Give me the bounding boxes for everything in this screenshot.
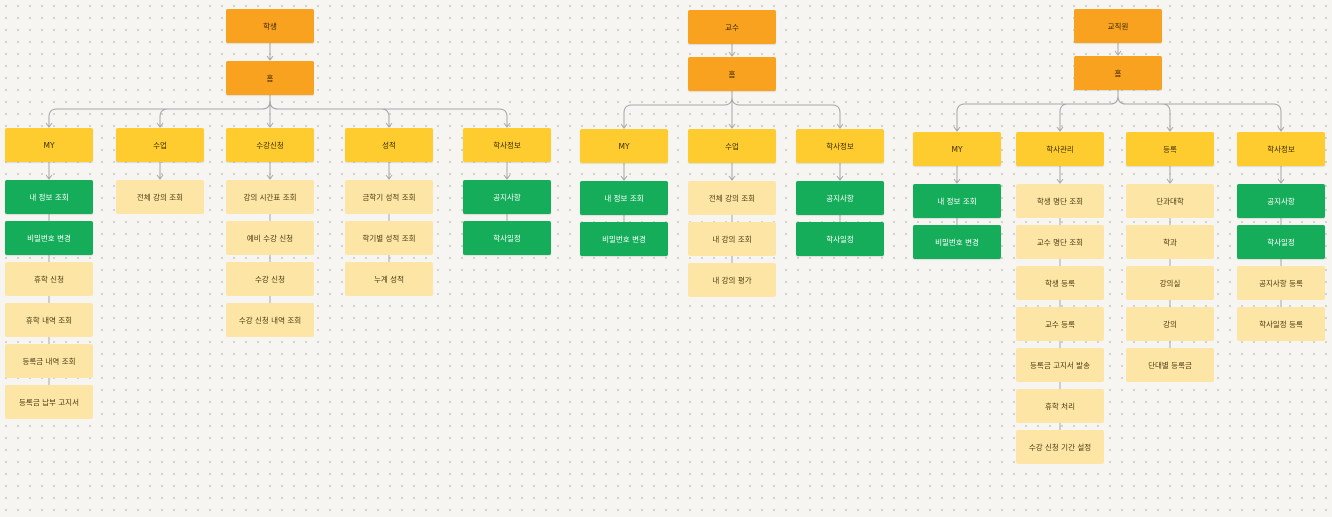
menu-item-node: 비밀번호 변경 xyxy=(580,222,668,256)
category-node: 수업 xyxy=(116,128,204,162)
menu-item-node: 학사일정 xyxy=(463,221,551,255)
menu-item-node: 전체 강의 조회 xyxy=(116,180,204,214)
root-node: 교직원 xyxy=(1074,9,1162,43)
menu-item-node: 휴학 내역 조회 xyxy=(5,303,93,337)
home-category-connector xyxy=(269,95,508,127)
arrow-head xyxy=(45,122,53,128)
menu-item-node: 학사일정 xyxy=(1237,225,1325,259)
home-category-connector xyxy=(623,91,733,128)
arrow-head xyxy=(266,174,274,180)
arrow-head xyxy=(1277,178,1285,184)
menu-item-node: 전체 강의 조회 xyxy=(688,181,776,215)
category-node: 성적 xyxy=(345,128,433,162)
home-category-connector xyxy=(731,91,841,128)
root-node: 교수 xyxy=(688,10,776,44)
menu-item-node: 비밀번호 변경 xyxy=(913,225,1001,259)
menu-item-node: 비밀번호 변경 xyxy=(5,221,93,255)
arrow-head xyxy=(1166,126,1174,132)
menu-item-node: 수강 신청 내역 조회 xyxy=(226,303,314,337)
arrow-head xyxy=(156,122,164,128)
home-node: 홈 xyxy=(226,61,314,95)
arrow-head xyxy=(266,55,274,61)
menu-item-node: 공지사항 xyxy=(1237,184,1325,218)
arrow-head xyxy=(728,51,736,57)
arrow-head xyxy=(1277,126,1285,132)
category-node: MY xyxy=(5,128,93,162)
category-node: 학사정보 xyxy=(1237,132,1325,166)
menu-item-node: 강의 xyxy=(1126,307,1214,341)
menu-item-node: 공지사항 등록 xyxy=(1237,266,1325,300)
menu-item-node: 공지사항 xyxy=(796,181,884,215)
home-category-connector xyxy=(269,95,390,127)
menu-item-node: 학사일정 등록 xyxy=(1237,307,1325,341)
home-node: 홈 xyxy=(1074,56,1162,90)
menu-item-node: 교수 명단 조회 xyxy=(1016,225,1104,259)
menu-item-node: 강의실 xyxy=(1126,266,1214,300)
menu-item-node: 예비 수강 신청 xyxy=(226,221,314,255)
arrow-head xyxy=(953,178,961,184)
menu-item-node: 내 정보 조회 xyxy=(580,181,668,215)
arrow-head xyxy=(503,174,511,180)
category-node: 등록 xyxy=(1126,132,1214,166)
menu-item-node: 공지사항 xyxy=(463,180,551,214)
home-category-connector xyxy=(1117,90,1171,131)
menu-item-node: 등록금 납부 고지서 xyxy=(5,385,93,419)
arrow-head xyxy=(728,175,736,181)
arrow-head xyxy=(728,123,736,129)
menu-item-node: 휴학 신청 xyxy=(5,262,93,296)
arrow-head xyxy=(266,122,274,128)
menu-item-node: 금학기 성적 조회 xyxy=(345,180,433,214)
category-node: MY xyxy=(580,129,668,163)
home-category-connector xyxy=(1117,90,1282,131)
menu-item-node: 내 강의 조회 xyxy=(688,222,776,256)
menu-item-node: 내 강의 평가 xyxy=(688,263,776,297)
menu-item-node: 수강 신청 기간 설정 xyxy=(1016,430,1104,464)
home-category-connector xyxy=(956,90,1119,131)
menu-item-node: 수강 신청 xyxy=(226,262,314,296)
menu-item-node: 내 정보 조회 xyxy=(5,180,93,214)
menu-item-node: 단과대학 xyxy=(1126,184,1214,218)
arrow-head xyxy=(45,174,53,180)
category-node: 학사정보 xyxy=(796,129,884,163)
menu-item-node: 누계 성적 xyxy=(345,262,433,296)
arrow-head xyxy=(953,126,961,132)
menu-item-node: 휴학 처리 xyxy=(1016,389,1104,423)
category-node: MY xyxy=(913,132,1001,166)
menu-item-node: 학생 명단 조회 xyxy=(1016,184,1104,218)
menu-item-node: 교수 등록 xyxy=(1016,307,1104,341)
arrow-head xyxy=(1166,178,1174,184)
arrow-head xyxy=(503,122,511,128)
home-node: 홈 xyxy=(688,57,776,91)
arrow-head xyxy=(156,174,164,180)
menu-item-node: 학생 등록 xyxy=(1016,266,1104,300)
arrow-head xyxy=(1056,126,1064,132)
menu-item-node: 학기별 성적 조회 xyxy=(345,221,433,255)
arrow-head xyxy=(385,174,393,180)
home-category-connector xyxy=(1059,90,1119,131)
category-node: 수강신청 xyxy=(226,128,314,162)
menu-item-node: 학사일정 xyxy=(796,222,884,256)
menu-item-node: 학과 xyxy=(1126,225,1214,259)
menu-item-node: 단대별 등록금 xyxy=(1126,348,1214,382)
arrow-head xyxy=(836,175,844,181)
arrow-head xyxy=(385,122,393,128)
arrow-head xyxy=(620,175,628,181)
menu-item-node: 강의 시간표 조회 xyxy=(226,180,314,214)
arrow-head xyxy=(836,123,844,129)
category-node: 학사관리 xyxy=(1016,132,1104,166)
menu-item-node: 내 정보 조회 xyxy=(913,184,1001,218)
home-category-connector xyxy=(159,95,271,127)
arrow-head xyxy=(1114,50,1122,56)
category-node: 수업 xyxy=(688,129,776,163)
arrow-head xyxy=(1056,178,1064,184)
menu-item-node: 등록금 내역 조회 xyxy=(5,344,93,378)
category-node: 학사정보 xyxy=(463,128,551,162)
root-node: 학생 xyxy=(226,9,314,43)
menu-item-node: 등록금 고지서 발송 xyxy=(1016,348,1104,382)
arrow-head xyxy=(620,123,628,129)
